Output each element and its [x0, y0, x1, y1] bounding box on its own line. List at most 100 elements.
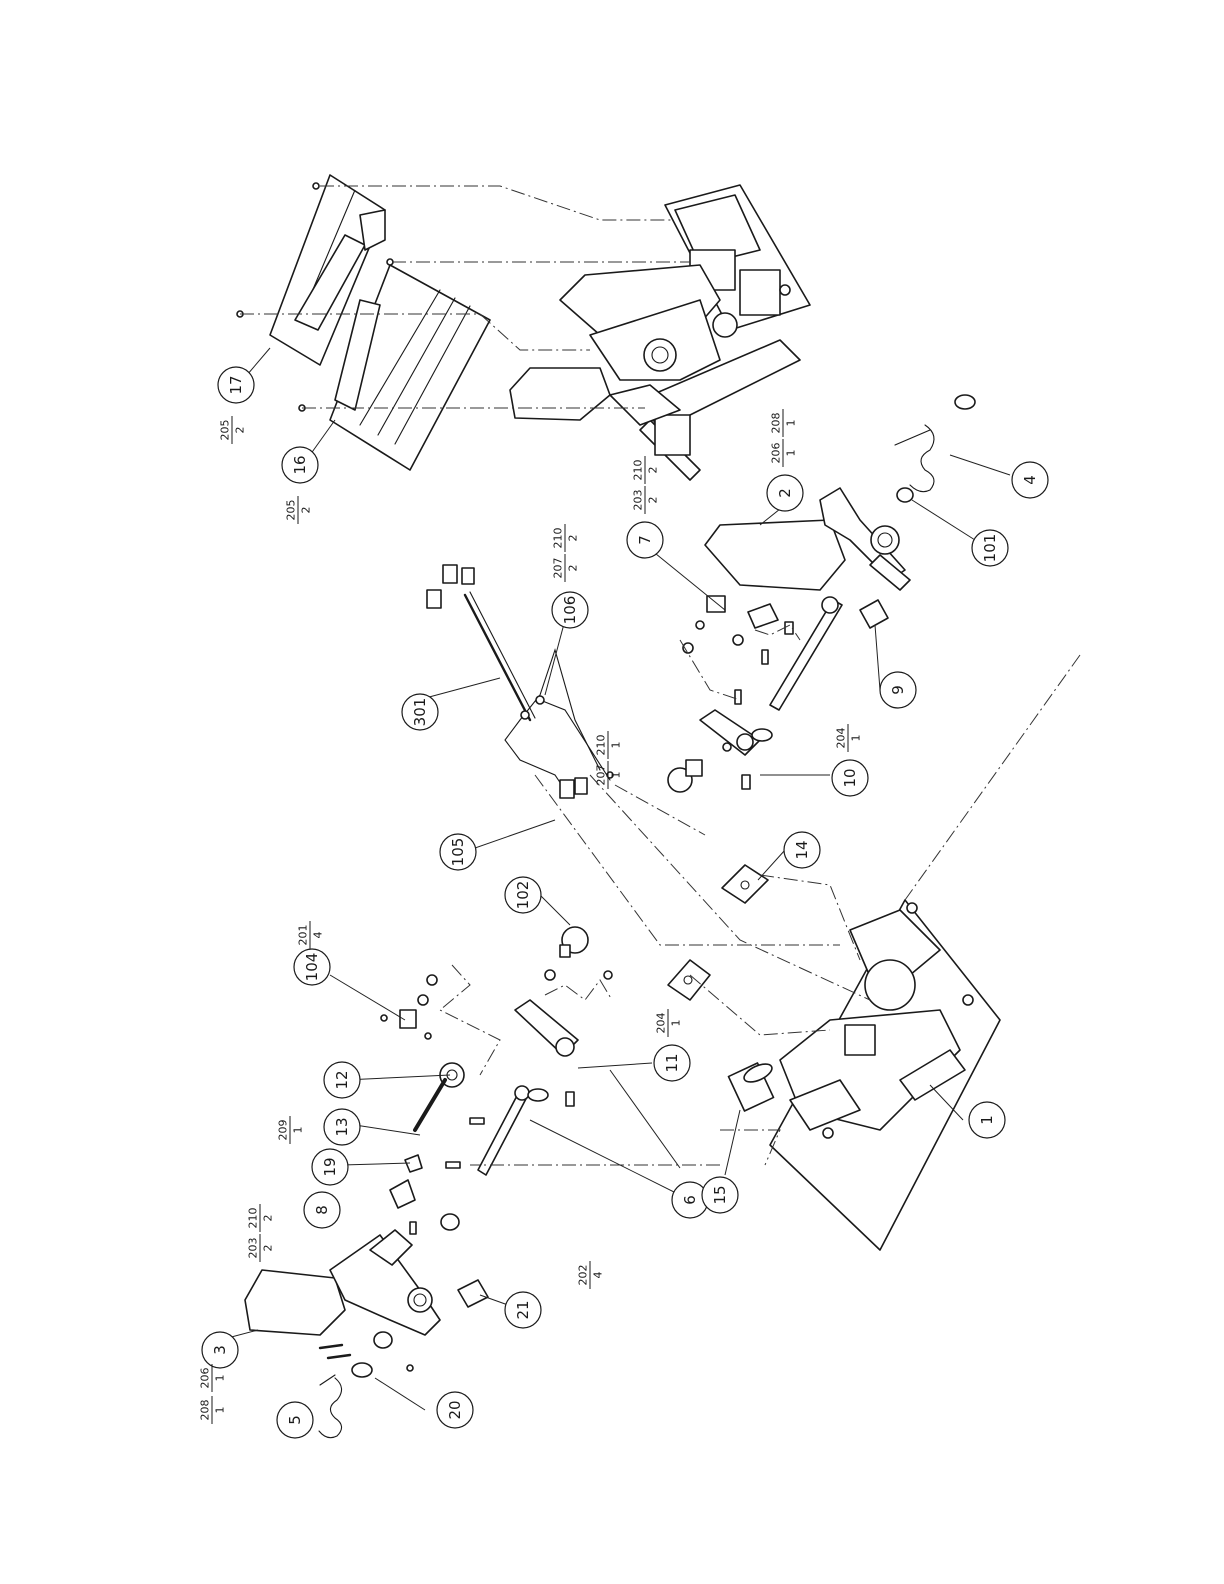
callout-3: 3	[202, 1332, 238, 1368]
svg-text:201: 201	[297, 925, 310, 946]
svg-text:205: 205	[285, 500, 298, 521]
callout-2: 2	[767, 475, 803, 511]
svg-text:105: 105	[449, 838, 467, 867]
callout-106: 106	[552, 592, 588, 628]
pedal-arm-large	[705, 488, 910, 590]
svg-text:12: 12	[333, 1070, 351, 1089]
svg-text:209: 209	[277, 1120, 290, 1141]
svg-text:2: 2	[647, 497, 660, 504]
fastener-tag: 210 1	[595, 731, 623, 759]
shaft-small	[478, 1086, 529, 1175]
svg-text:210: 210	[552, 528, 565, 549]
svg-text:6: 6	[681, 1195, 699, 1205]
callout-10: 10	[832, 760, 868, 796]
svg-text:4: 4	[592, 1272, 605, 1279]
fastener-tag: 210 2	[632, 456, 660, 484]
svg-text:206: 206	[199, 1368, 212, 1389]
callout-13: 13	[324, 1109, 360, 1145]
mounting-bracket	[330, 265, 490, 470]
svg-text:204: 204	[655, 1013, 668, 1034]
fastener-tag: 208 1	[199, 1396, 227, 1424]
svg-text:2: 2	[647, 467, 660, 474]
svg-text:1: 1	[214, 1407, 227, 1414]
svg-text:210: 210	[247, 1208, 260, 1229]
svg-text:203: 203	[247, 1238, 260, 1259]
svg-text:20: 20	[446, 1400, 464, 1419]
knob-102	[560, 927, 588, 957]
svg-text:1: 1	[785, 420, 798, 427]
svg-text:102: 102	[514, 881, 532, 910]
svg-text:4: 4	[1021, 475, 1039, 485]
callout-102: 102	[505, 877, 541, 913]
svg-text:4: 4	[312, 932, 325, 939]
svg-text:101: 101	[981, 534, 999, 563]
callout-7: 7	[627, 522, 663, 558]
fastener-tag: 209 1	[277, 1116, 305, 1144]
pin-13	[415, 1080, 445, 1130]
bumper-14	[722, 865, 768, 903]
fastener-tag: 204 1	[835, 724, 863, 752]
callout-20: 20	[437, 1392, 473, 1428]
cylinder-15	[728, 1060, 774, 1111]
callout-105: 105	[440, 834, 476, 870]
svg-text:19: 19	[321, 1157, 339, 1176]
callout-301: 301	[402, 694, 438, 730]
fastener-tag: 207 1	[595, 761, 623, 789]
callout-21: 21	[505, 1292, 541, 1328]
svg-text:1: 1	[670, 1020, 683, 1027]
callout-9: 9	[880, 672, 916, 708]
svg-text:13: 13	[333, 1117, 351, 1136]
svg-text:210: 210	[595, 735, 608, 756]
svg-text:17: 17	[227, 375, 245, 394]
svg-text:2: 2	[567, 565, 580, 572]
svg-text:16: 16	[291, 455, 309, 474]
callout-8: 8	[304, 1192, 340, 1228]
fastener-tag: 205 2	[285, 496, 313, 524]
svg-text:208: 208	[770, 413, 783, 434]
callout-17: 17	[218, 367, 254, 403]
svg-text:2: 2	[262, 1245, 275, 1252]
fastener-tag: 210 2	[552, 524, 580, 552]
svg-text:202: 202	[577, 1265, 590, 1286]
svg-text:2: 2	[567, 535, 580, 542]
sensor-block-7	[683, 596, 793, 653]
callout-5: 5	[277, 1402, 313, 1438]
fastener-tag: 208 1	[770, 409, 798, 437]
bumper-square	[668, 960, 710, 1000]
svg-text:1: 1	[785, 450, 798, 457]
callout-12: 12	[324, 1062, 360, 1098]
svg-text:9: 9	[889, 685, 907, 695]
bracket-8	[390, 1180, 459, 1234]
spring-coil-small	[319, 1375, 342, 1438]
svg-text:1: 1	[850, 735, 863, 742]
callout-19: 19	[312, 1149, 348, 1185]
sensor-block-12	[381, 975, 464, 1087]
svg-text:207: 207	[552, 558, 565, 579]
svg-text:7: 7	[636, 535, 654, 545]
lever-plate-11	[446, 970, 612, 1168]
callout-16: 16	[282, 447, 318, 483]
shaft-large	[770, 597, 842, 710]
svg-text:205: 205	[219, 420, 232, 441]
fastener-tag: 210 2	[247, 1204, 275, 1232]
fastener-tag: 204 1	[655, 1009, 683, 1037]
svg-text:203: 203	[632, 490, 645, 511]
svg-text:210: 210	[632, 460, 645, 481]
fastener-tag: 202 4	[577, 1261, 605, 1289]
clip-9	[860, 600, 888, 628]
svg-text:1: 1	[214, 1375, 227, 1382]
svg-text:2: 2	[234, 427, 247, 434]
lever-plate-10	[668, 650, 772, 792]
callout-11: 11	[654, 1045, 690, 1081]
svg-text:301: 301	[411, 698, 429, 727]
svg-text:204: 204	[835, 728, 848, 749]
svg-text:104: 104	[303, 953, 321, 982]
svg-text:11: 11	[663, 1053, 681, 1072]
fastener-tag: 206 1	[770, 439, 798, 467]
svg-text:14: 14	[793, 840, 811, 859]
svg-text:3: 3	[211, 1345, 229, 1355]
svg-text:8: 8	[313, 1205, 331, 1215]
svg-text:2: 2	[262, 1215, 275, 1222]
fastener-tag: 207 2	[552, 554, 580, 582]
